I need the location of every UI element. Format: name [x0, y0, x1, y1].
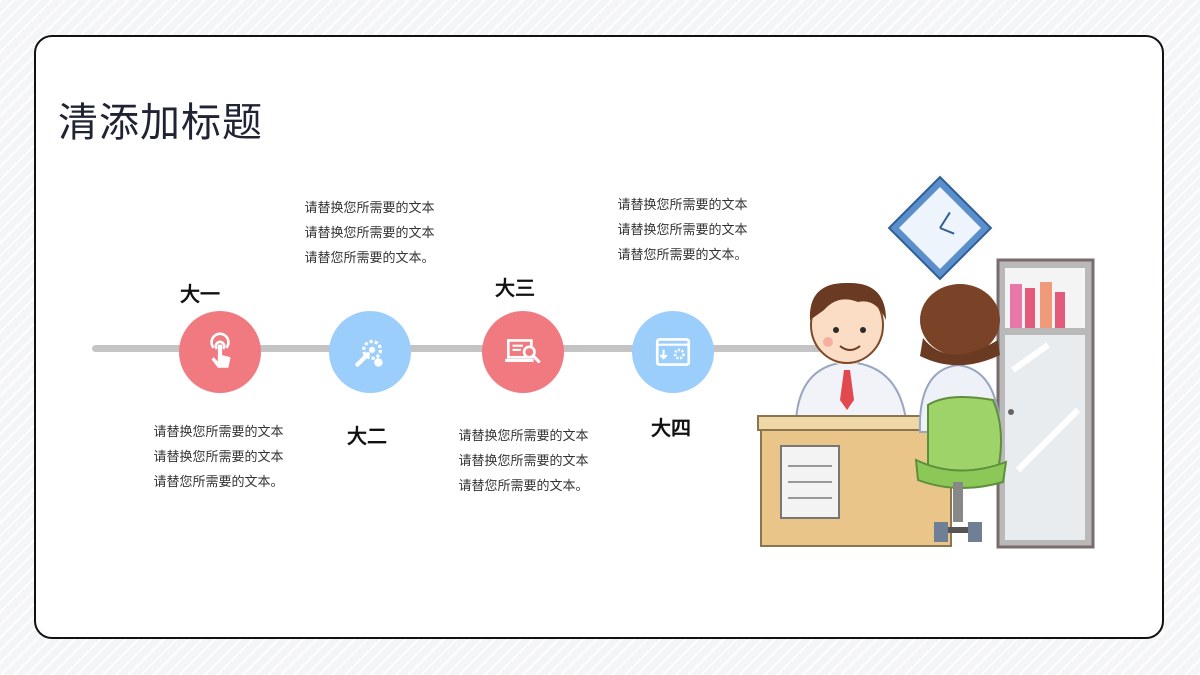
office-consultation-illustration — [757, 175, 1095, 549]
step-4-node — [632, 311, 714, 393]
step-3-label: 大三 — [495, 276, 535, 300]
laptop-search-icon — [505, 339, 541, 364]
timeline-line — [92, 345, 822, 352]
step-4-text: 请替换您所需要的文本请替换您所需要的文本请替您所需要的文本。 — [617, 198, 748, 263]
step-4-label: 大四 — [651, 416, 691, 440]
step-1-node — [179, 311, 261, 393]
step-2-label: 大二 — [347, 424, 387, 448]
wall-clock — [887, 175, 993, 281]
step-3-node — [482, 311, 564, 393]
wrench-gear-icon — [355, 339, 383, 367]
browser-settings-icon — [655, 338, 691, 366]
touch-icon — [210, 332, 231, 368]
step-1-label: 大一 — [180, 282, 220, 306]
step-2-text: 请替换您所需要的文本请替换您所需要的文本请替您所需要的文本。 — [304, 201, 435, 266]
step-1-text: 请替换您所需要的文本请替换您所需要的文本请替您所需要的文本。 — [153, 425, 284, 490]
step-3-text: 请替换您所需要的文本请替换您所需要的文本请替您所需要的文本。 — [458, 429, 589, 494]
chair — [914, 396, 1008, 542]
step-2-node — [329, 311, 411, 393]
man-character — [794, 282, 908, 421]
page-title: 清添加标题 — [58, 100, 263, 146]
desk — [757, 415, 954, 547]
bookcase — [996, 258, 1095, 549]
